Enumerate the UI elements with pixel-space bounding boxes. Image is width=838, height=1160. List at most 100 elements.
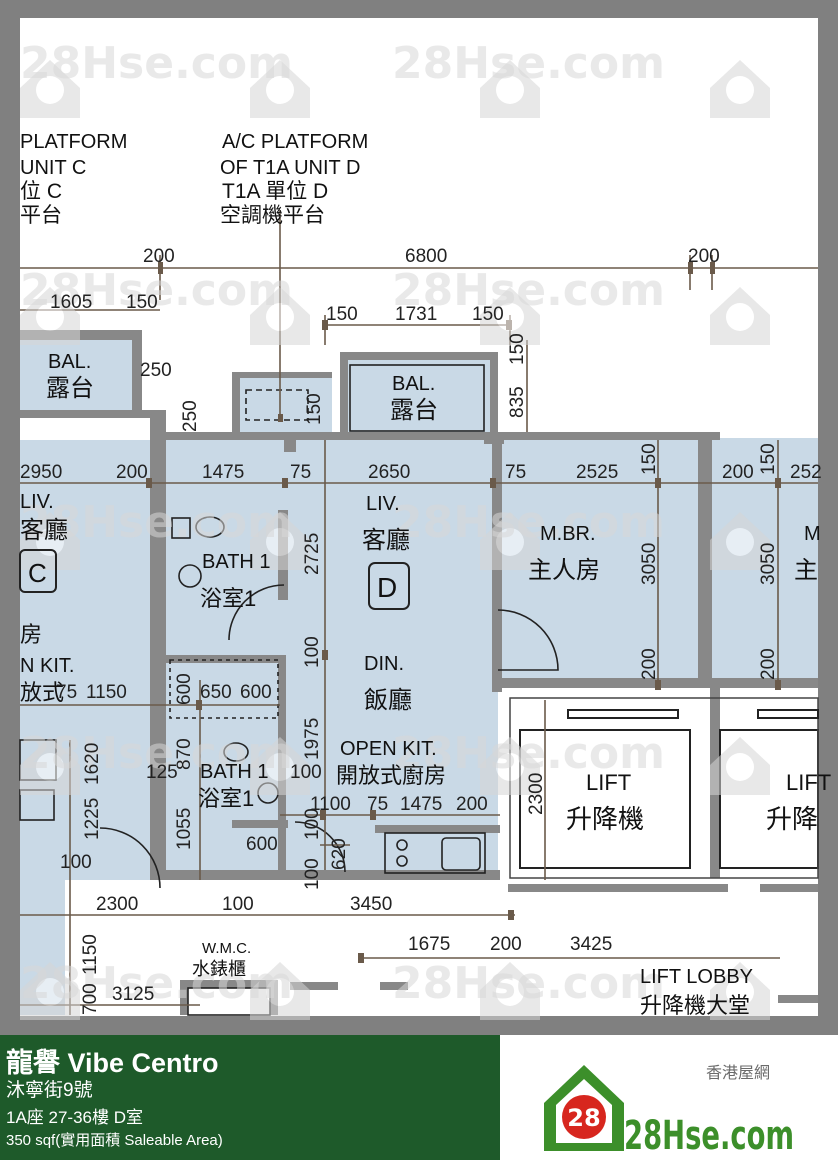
dim-label: 2950 bbox=[20, 462, 62, 483]
watermark-text-1: 28Hse.com bbox=[20, 38, 293, 89]
dimension-texts: 200 6800 200 1605 150 150 1731 150 835 1… bbox=[20, 246, 822, 1015]
bal-right-label-cn: 露台 bbox=[390, 397, 438, 424]
dim-label: 200 bbox=[143, 246, 175, 267]
listing-footer: 龍譽 Vibe Centro 沐寧街9號 1A座 27-36樓 D室 350 s… bbox=[0, 1035, 838, 1160]
dim-label: 1605 bbox=[50, 292, 92, 313]
dim-label: 1475 bbox=[400, 794, 442, 815]
ac-left-label-4: 平台 bbox=[20, 204, 62, 227]
dim-label: 1225 bbox=[82, 798, 103, 840]
watermark-text-4: 28Hse.com bbox=[392, 265, 665, 316]
watermark-text-3: 28Hse.com bbox=[20, 265, 293, 316]
master-bedroom-label: M.BR. bbox=[540, 523, 596, 545]
dim-label: 252 bbox=[790, 462, 822, 483]
wmc-label-cn: 水錶櫃 bbox=[192, 959, 246, 979]
dim-label: 2525 bbox=[576, 462, 618, 483]
dim-label: 250 bbox=[180, 400, 201, 432]
dim-label: 150 bbox=[472, 304, 504, 325]
dim-label: 150 bbox=[639, 443, 660, 475]
dim-label: 200 bbox=[758, 648, 779, 680]
ac-left-label-3: 位 C bbox=[20, 180, 62, 203]
kit-left-label-3: 房 bbox=[20, 622, 42, 647]
watermark-text-10: 28Hse.com bbox=[392, 958, 665, 1009]
dim-label: 150 bbox=[304, 393, 325, 425]
watermark-text-2: 28Hse.com bbox=[392, 38, 665, 89]
lift-right-label: LIFT bbox=[786, 770, 831, 795]
watermark-text-8: 28Hse.com bbox=[392, 728, 665, 779]
bathroom-b-label: BATH 1 bbox=[200, 761, 269, 783]
watermark-text-5: 28Hse.com bbox=[20, 497, 293, 548]
dimension-ticks bbox=[146, 262, 781, 963]
bathroom-b-label-cn: 浴室1 bbox=[198, 786, 254, 811]
logo-badge-text: 28 bbox=[567, 1104, 600, 1132]
ac-right-label-4: 空調機平台 bbox=[220, 204, 325, 227]
listing-address: 沐寧街9號 bbox=[6, 1080, 93, 1101]
dim-label: 1475 bbox=[202, 462, 244, 483]
dim-label: 600 bbox=[246, 834, 278, 855]
dim-label: 620 bbox=[329, 838, 350, 870]
lift-label-cn: 升降機 bbox=[566, 804, 644, 834]
floor-plan-drawing: 28Hse.com 28Hse.com 28Hse.com 28Hse.com … bbox=[19, 18, 831, 1020]
ac-left-label-2: UNIT C bbox=[20, 157, 86, 179]
dim-label: 150 bbox=[326, 304, 358, 325]
dim-label: 200 bbox=[722, 462, 754, 483]
dim-label: 150 bbox=[126, 292, 158, 313]
bal-right-label: BAL. bbox=[392, 373, 435, 395]
kit-left-label-2: 放式 bbox=[20, 680, 64, 705]
dim-label: 3050 bbox=[758, 543, 779, 585]
dim-label: 3050 bbox=[639, 543, 660, 585]
bal-left-label-cn: 露台 bbox=[46, 375, 94, 402]
dim-label: 1150 bbox=[80, 934, 101, 975]
dim-label: 100 bbox=[222, 894, 254, 915]
listing-area: 350 sqf(實用面積 Saleable Area) bbox=[6, 1132, 223, 1149]
unit-d-letter: D bbox=[377, 572, 397, 603]
dim-label: 125 bbox=[146, 762, 178, 783]
dim-label: 100 bbox=[302, 858, 323, 890]
dim-label: 3450 bbox=[350, 894, 392, 915]
dim-label: 3125 bbox=[112, 984, 154, 1005]
liv-left-label: LIV. bbox=[20, 491, 54, 513]
watermark-text-7: 28Hse.com bbox=[20, 728, 293, 779]
ac-left-label-1: PLATFORM bbox=[20, 131, 127, 153]
floor-plan: 28Hse.com 28Hse.com 28Hse.com 28Hse.com … bbox=[0, 0, 838, 1035]
bathroom-label-cn: 浴室1 bbox=[200, 586, 256, 611]
dim-label: 150 bbox=[758, 443, 779, 475]
lift-lobby-label-cn: 升降機大堂 bbox=[640, 993, 750, 1018]
master-bedroom-label-cn: 主人房 bbox=[528, 557, 600, 584]
dim-label: 150 bbox=[507, 333, 528, 365]
dim-label: 2300 bbox=[526, 773, 547, 815]
master-bedroom-right-label: M bbox=[804, 523, 821, 545]
dim-label: 200 bbox=[116, 462, 148, 483]
listing-unit: 1A座 27-36樓 D室 bbox=[6, 1108, 143, 1127]
liv-left-label-cn: 客廳 bbox=[20, 517, 68, 544]
living-room-label: LIV. bbox=[366, 493, 400, 515]
dim-label: 100 bbox=[290, 762, 322, 783]
dim-label: 1055 bbox=[174, 808, 195, 850]
ac-right-label-1: A/C PLATFORM bbox=[222, 131, 368, 153]
living-room-label-cn: 客廳 bbox=[362, 527, 410, 554]
dim-label: 1975 bbox=[302, 718, 323, 760]
dim-label: 2725 bbox=[302, 533, 323, 575]
watermark-badges bbox=[20, 60, 770, 1020]
dim-label: 3425 bbox=[570, 934, 612, 955]
dim-label: 835 bbox=[507, 386, 528, 418]
unit-c-letter: C bbox=[28, 558, 47, 588]
dim-label: 1100 bbox=[310, 794, 351, 815]
dim-label: 6800 bbox=[405, 246, 447, 267]
dim-label: 75 bbox=[56, 682, 77, 703]
dim-label: 100 bbox=[302, 636, 323, 668]
dim-label: 600 bbox=[240, 682, 272, 703]
dim-label: 870 bbox=[174, 738, 195, 770]
dim-label: 250 bbox=[140, 360, 172, 381]
dim-label: 700 bbox=[80, 983, 101, 1015]
dining-label: DIN. bbox=[364, 653, 404, 675]
listing-title: 龍譽 Vibe Centro bbox=[6, 1048, 219, 1078]
dim-label: 200 bbox=[456, 794, 488, 815]
dim-label: 100 bbox=[302, 808, 323, 840]
brand-tagline: 香港屋網 bbox=[706, 1063, 771, 1082]
bal-left-label: BAL. bbox=[48, 351, 91, 373]
dim-label: 650 bbox=[200, 682, 232, 703]
wmc-label: W.M.C. bbox=[202, 940, 251, 957]
dim-label: 2300 bbox=[96, 894, 138, 915]
lift-label: LIFT bbox=[586, 770, 631, 795]
open-kitchen-label-cn: 開放式廚房 bbox=[336, 763, 446, 788]
